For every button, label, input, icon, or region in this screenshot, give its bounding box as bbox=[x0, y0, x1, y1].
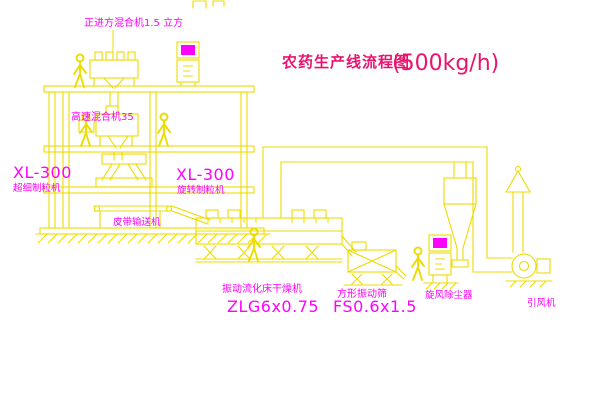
label-left-granulator-model: XL-300 bbox=[13, 163, 72, 182]
label-vibrating-screen: 方形振动筛 bbox=[337, 287, 387, 300]
control-cabinet-2 bbox=[423, 234, 459, 290]
label-vibrating-screen-model: FS0.6x1.5 bbox=[333, 297, 417, 316]
belt-conveyor bbox=[93, 205, 211, 229]
exhaust-stack bbox=[505, 165, 531, 253]
label-center-granulator-name: 旋转制粒机 bbox=[177, 184, 225, 196]
cabinet-2-screen bbox=[433, 238, 447, 248]
diagram-title-capacity: (500kg/h) bbox=[392, 51, 499, 76]
diagram-title: 农药生产线流程图 bbox=[281, 53, 410, 71]
building-frame bbox=[35, 85, 271, 235]
bucket-elevator bbox=[62, 91, 70, 229]
control-cabinet-1 bbox=[176, 41, 200, 87]
ground-hatch bbox=[37, 233, 268, 244]
square-mixer bbox=[89, 30, 139, 107]
label-high-speed-mixer: 高速混合机35 bbox=[71, 110, 134, 123]
cyclone-cone bbox=[443, 203, 477, 249]
label-top-mixer: 正进方混合机1.5 立方 bbox=[84, 16, 183, 29]
label-fluid-bed-dryer-model: ZLG6x0.75 bbox=[227, 297, 319, 316]
label-center-granulator-model: XL-300 bbox=[176, 165, 235, 184]
vibrating-screen bbox=[343, 241, 407, 286]
worker-figure bbox=[157, 112, 171, 147]
worker-figure bbox=[411, 246, 425, 281]
label-belt-conveyor: 皮带输送机 bbox=[113, 216, 161, 228]
fluid-bed-dryer bbox=[195, 209, 357, 263]
label-induced-draft-fan: 引风机 bbox=[527, 297, 556, 309]
induced-draft-fan bbox=[505, 253, 553, 288]
exhaust-duct bbox=[262, 146, 513, 273]
cyclone-separator bbox=[443, 161, 477, 268]
granulator bbox=[95, 153, 153, 188]
worker-figure bbox=[73, 53, 87, 88]
label-fluid-bed-dryer: 振动流化床干燥机 bbox=[222, 282, 302, 295]
top-edge-partial-shapes bbox=[192, 0, 225, 9]
label-left-granulator-name: 超细制粒机 bbox=[13, 182, 61, 194]
label-cyclone-separator: 旋风除尘器 bbox=[425, 289, 473, 301]
cabinet-1-screen bbox=[181, 45, 195, 55]
worker-figure bbox=[247, 227, 261, 262]
high-speed-mixer bbox=[78, 105, 139, 161]
